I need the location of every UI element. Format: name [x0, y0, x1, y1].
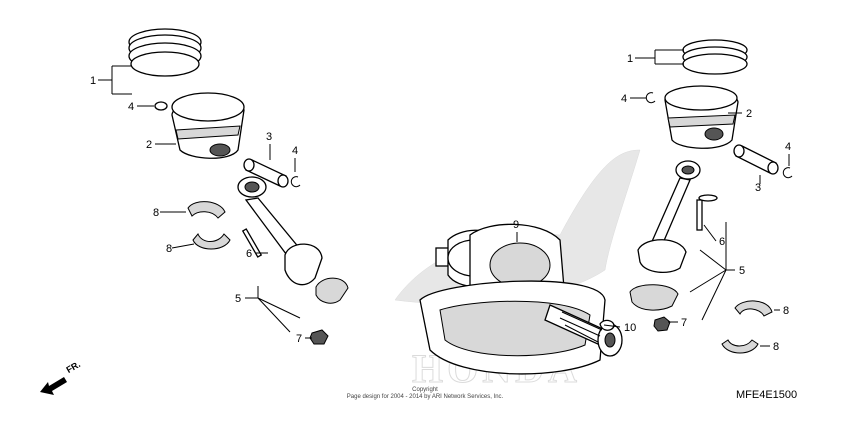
callout-1-left: 1: [90, 75, 96, 87]
left-circlip-right: [290, 176, 301, 188]
callout-8-right-upper: 8: [783, 305, 789, 317]
callout-2-right: 2: [746, 108, 752, 120]
leader-lines: [98, 49, 790, 347]
callout-4-left-pin: 4: [292, 145, 298, 157]
callout-10: 10: [624, 322, 636, 334]
callout-5-left: 5: [235, 293, 241, 305]
callout-7-right: 7: [681, 317, 687, 329]
callout-4-right-pin: 4: [785, 141, 791, 153]
left-rod-nut: [309, 329, 329, 345]
callout-8-right-lower: 8: [773, 341, 779, 353]
callout-numbers: 1 4 2 3 4 8 8 6 5 7 9 10 1 4 2 4 3 6 5 7…: [90, 53, 791, 353]
left-connecting-rod: [237, 176, 349, 304]
left-bearing-upper: [187, 201, 226, 219]
right-piston-pin: [733, 144, 779, 175]
right-rod-nut: [653, 316, 671, 332]
left-piston: [171, 92, 245, 159]
right-bearing-upper: [734, 300, 773, 317]
right-circlip-right: [782, 167, 793, 179]
left-circlip-top: [154, 101, 168, 111]
front-direction-arrow-icon: [40, 377, 67, 395]
right-piston-rings: [682, 39, 748, 75]
copyright-line-2: Page design for 2004 - 2014 by ARI Netwo…: [346, 394, 504, 400]
callout-6-left: 6: [246, 248, 252, 260]
callout-3-right: 3: [755, 182, 761, 194]
callout-8-left-upper: 8: [153, 207, 159, 219]
callout-9: 9: [513, 219, 519, 231]
callout-1-right: 1: [627, 53, 633, 65]
right-piston: [664, 85, 739, 149]
callout-8-left-lower: 8: [166, 243, 172, 255]
callout-7-left: 7: [296, 333, 302, 345]
right-connecting-rod: [629, 160, 718, 311]
left-piston-pin: [243, 158, 289, 188]
callout-4-left: 4: [128, 101, 134, 113]
callout-5-right: 5: [739, 265, 745, 277]
callout-4-right: 4: [621, 93, 627, 105]
copyright-line-1: Copyright: [412, 387, 438, 393]
callout-6-right: 6: [719, 236, 725, 248]
right-bearing-lower: [721, 339, 759, 354]
right-circlip-top: [645, 92, 656, 104]
callout-2-left: 2: [146, 139, 152, 151]
left-piston-rings: [128, 28, 202, 77]
diagram-code: MFE4E1500: [736, 389, 798, 401]
left-bearing-lower: [192, 233, 231, 250]
crankshaft: [419, 223, 623, 375]
callout-3-left: 3: [266, 131, 272, 143]
